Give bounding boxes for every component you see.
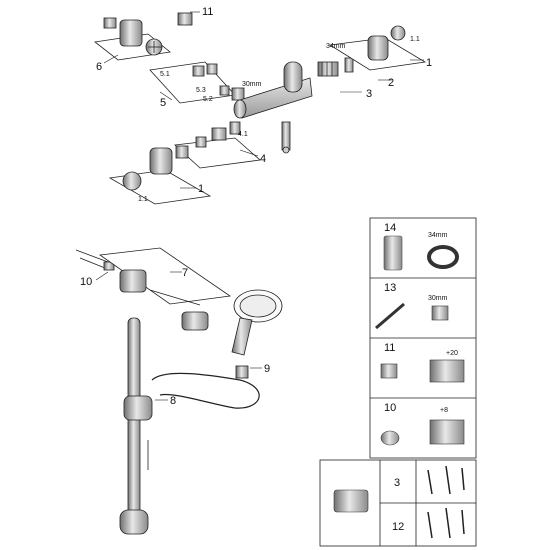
parts-row-11: 11 +20 [380, 342, 465, 383]
parts-dim-14: 34mm [428, 232, 448, 239]
part-11-insert [177, 12, 193, 26]
callout-1-bottom: 1 [198, 183, 204, 195]
part-1-bottom-connector [108, 145, 212, 205]
callout-10: 10 [80, 276, 92, 288]
parts-row-10: 10 +8 [380, 402, 465, 446]
callout-3: 3 [366, 88, 372, 100]
part-11-adapter-icon [380, 363, 398, 379]
callout-1-1-bottom: 1.1 [138, 196, 148, 203]
part-14-cartridge-icon [383, 235, 403, 271]
parts-ref-11: 11 [384, 342, 395, 354]
part-5-fittings [149, 61, 245, 104]
callout-8: 8 [170, 395, 176, 407]
parts-dim-11: +20 [446, 350, 458, 357]
rail-callouts: 10 7 9 8 [80, 267, 270, 407]
part-6-wall-connector [94, 17, 171, 61]
part-10-bracket-icon [429, 419, 465, 445]
thermostat-assembly [94, 11, 427, 205]
callout-11: 11 [202, 6, 213, 18]
callout-6: 6 [96, 61, 102, 73]
part-1-top-connector [328, 25, 427, 71]
callout-5-1: 5.1 [160, 71, 170, 78]
kit-ref-12: 12 [392, 521, 404, 533]
part-14-ring-icon [427, 245, 459, 269]
mixer-body [233, 61, 313, 154]
kit-screws-12-icon [427, 507, 465, 539]
kit-screws-3-icon [427, 465, 465, 495]
part-8-slider [123, 395, 153, 421]
callout-1-1-top: 1.1 [410, 36, 420, 43]
callout-2: 2 [388, 77, 394, 89]
callout-5-2: 5.2 [203, 96, 213, 103]
parts-ref-14: 14 [384, 222, 396, 234]
dim-34mm-top: 34mm [326, 43, 346, 50]
part-11-wall-icon [429, 359, 465, 383]
callout-7: 7 [182, 267, 188, 279]
leader-lines-top [103, 11, 424, 189]
callout-4-1: 4.1 [238, 131, 248, 138]
parts-dim-13: 30mm [428, 295, 448, 302]
leader-lines-rail [95, 271, 262, 401]
parts-dim-10: +8 [440, 407, 448, 414]
callout-1-top: 1 [426, 57, 432, 69]
part-10-screws [75, 249, 115, 271]
part-10-washer-icon [380, 430, 400, 446]
parts-row-14: 14 34mm [383, 222, 459, 271]
callout-4: 4 [260, 153, 266, 165]
shower-hose [151, 372, 260, 409]
part-13-nut-icon [431, 305, 449, 321]
part-3-cartridge [317, 57, 354, 77]
rail-bottom-holder [119, 509, 149, 535]
parts-row-13: 13 30mm [375, 282, 449, 330]
part-4-fittings [174, 121, 261, 169]
dim-30mm-top: 30mm [242, 81, 262, 88]
top-callouts: 11 6 5.1 5.3 5.2 5 30mm 34mm 1.1 1 2 3 4… [96, 6, 432, 203]
parts-ref-13: 13 [384, 282, 396, 294]
parts-ref-10: 10 [384, 402, 396, 414]
shower-rail [127, 317, 141, 527]
kit-cartridge-icon [333, 489, 369, 513]
callout-5: 5 [160, 97, 166, 109]
hand-shower [231, 289, 283, 379]
kit-ref-3: 3 [394, 477, 400, 489]
shower-rail-assembly [75, 247, 283, 535]
callout-5-3: 5.3 [196, 87, 206, 94]
part-7-bracket [98, 247, 232, 331]
part-13-wrench-icon [375, 302, 405, 330]
callout-9: 9 [264, 363, 270, 375]
parts-kit: 3 12 [333, 465, 465, 539]
